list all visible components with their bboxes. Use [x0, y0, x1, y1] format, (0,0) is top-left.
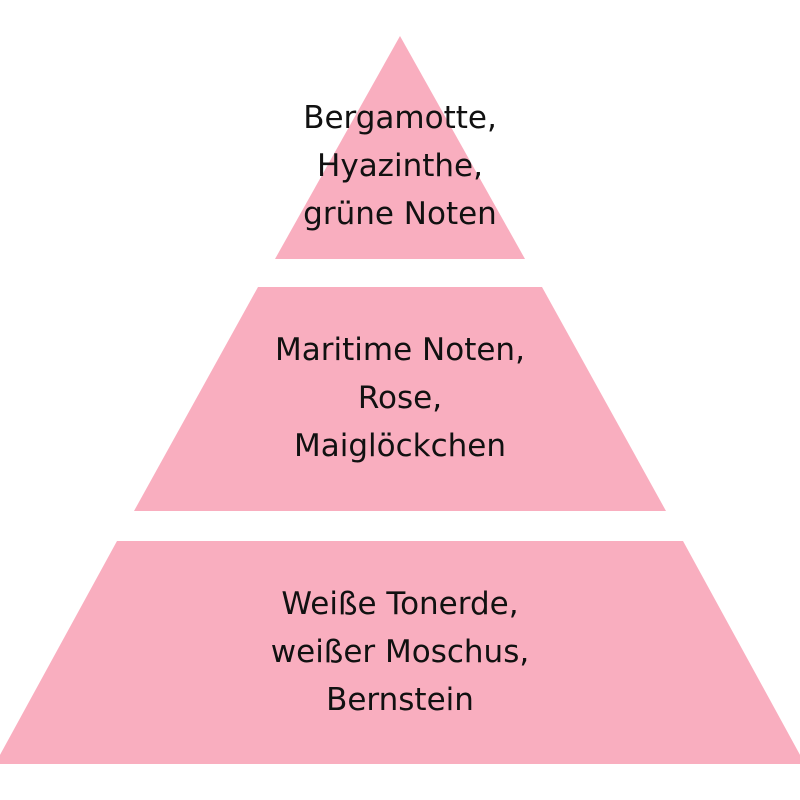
base-tier-line: Weiße Tonerde, [281, 586, 519, 622]
base-tier-line: Bernstein [326, 682, 474, 718]
heart-tier-label: Maritime Noten, Rose, Maiglöckchen [0, 326, 800, 470]
top-tier-line: Bergamotte, [303, 100, 497, 136]
top-tier-line: Hyazinthe, [317, 148, 483, 184]
base-tier-shape [0, 541, 800, 764]
heart-tier-line: Maritime Noten, [275, 332, 525, 368]
heart-tier-shape [134, 287, 666, 511]
top-tier-line: grüne Noten [303, 196, 497, 232]
top-tier-label: Bergamotte, Hyazinthe, grüne Noten [0, 94, 800, 238]
base-tier-line: weißer Moschus, [270, 634, 530, 670]
heart-tier-line: Maiglöckchen [293, 428, 507, 464]
heart-tier-line: Rose, [357, 380, 443, 416]
base-tier-label: Weiße Tonerde, weißer Moschus, Bernstein [0, 580, 800, 724]
top-tier-shape [275, 36, 525, 259]
